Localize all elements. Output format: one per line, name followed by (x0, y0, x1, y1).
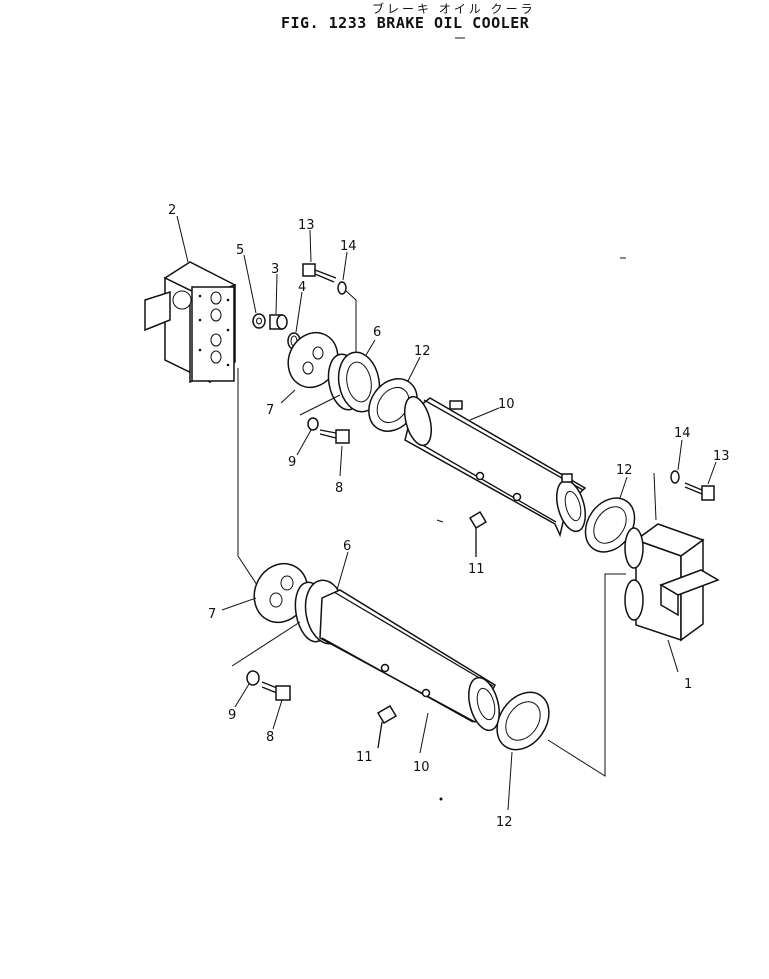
callout-14-right: 14 (674, 426, 691, 441)
figure-number: FIG. 1233 (281, 14, 367, 32)
figure-title: FIG. 1233 BRAKE OIL COOLER (281, 14, 539, 32)
callout-6-lower: 6 (343, 539, 351, 554)
callout-1: 1 (684, 677, 692, 692)
gasket-part-12-lower (496, 691, 550, 751)
callout-14-upper: 14 (340, 239, 357, 254)
bolt-part-8-lower (261, 681, 291, 701)
bolt-part-13-upper (302, 263, 337, 283)
washer-part-9-lower (246, 670, 260, 686)
callout-numbers: 2 5 3 4 13 14 6 12 10 7 9 8 14 13 12 11 … (168, 203, 730, 830)
leader-lines (176, 215, 717, 811)
gasket-part-7-lower (253, 562, 309, 624)
callout-12-right: 12 (616, 463, 633, 478)
callout-11-upper: 11 (468, 562, 485, 577)
drain-plug-part-11-upper (468, 510, 488, 557)
figure-subtitle-japanese: ブレーキ オイル クーラ (372, 2, 536, 16)
callout-10-upper: 10 (498, 397, 515, 412)
callout-13-upper: 13 (298, 218, 315, 233)
callout-5: 5 (236, 243, 244, 258)
bolt-part-13-right (684, 482, 715, 501)
flange-adapter-part-6-upper (327, 351, 381, 413)
cooler-core-part-10-upper (403, 395, 587, 538)
callout-8-upper: 8 (335, 481, 343, 496)
callout-6-upper: 6 (373, 325, 381, 340)
callout-10-lower: 10 (413, 760, 430, 775)
callout-7-lower: 7 (208, 607, 216, 622)
callout-9-lower: 9 (228, 708, 236, 723)
washer-part-14-right (670, 470, 680, 484)
figure-caption: BRAKE OIL COOLER (376, 14, 530, 32)
fitting-part-3 (269, 314, 288, 330)
callout-7-upper: 7 (266, 403, 274, 418)
washer-part-5 (252, 313, 266, 329)
scan-specks (439, 37, 626, 801)
assembly-lines (231, 289, 657, 777)
callout-11-lower: 11 (356, 750, 373, 765)
left-header-box-part-2 (144, 261, 237, 384)
drain-plug-part-11-lower (376, 704, 398, 749)
washer-part-14-upper (337, 281, 347, 295)
cooler-core-part-10-lower (319, 589, 500, 732)
callout-3: 3 (271, 262, 279, 277)
callout-4: 4 (298, 280, 306, 295)
callout-13-right: 13 (713, 449, 730, 464)
right-header-box-part-1 (624, 523, 720, 642)
washer-part-9-upper (307, 417, 319, 431)
callout-9-upper: 9 (288, 455, 296, 470)
callout-8-lower: 8 (266, 730, 274, 745)
bolt-part-8-upper (319, 429, 350, 444)
callout-2: 2 (168, 203, 176, 218)
callout-12-lower: 12 (496, 815, 513, 830)
callout-12-upper: 12 (414, 344, 431, 359)
